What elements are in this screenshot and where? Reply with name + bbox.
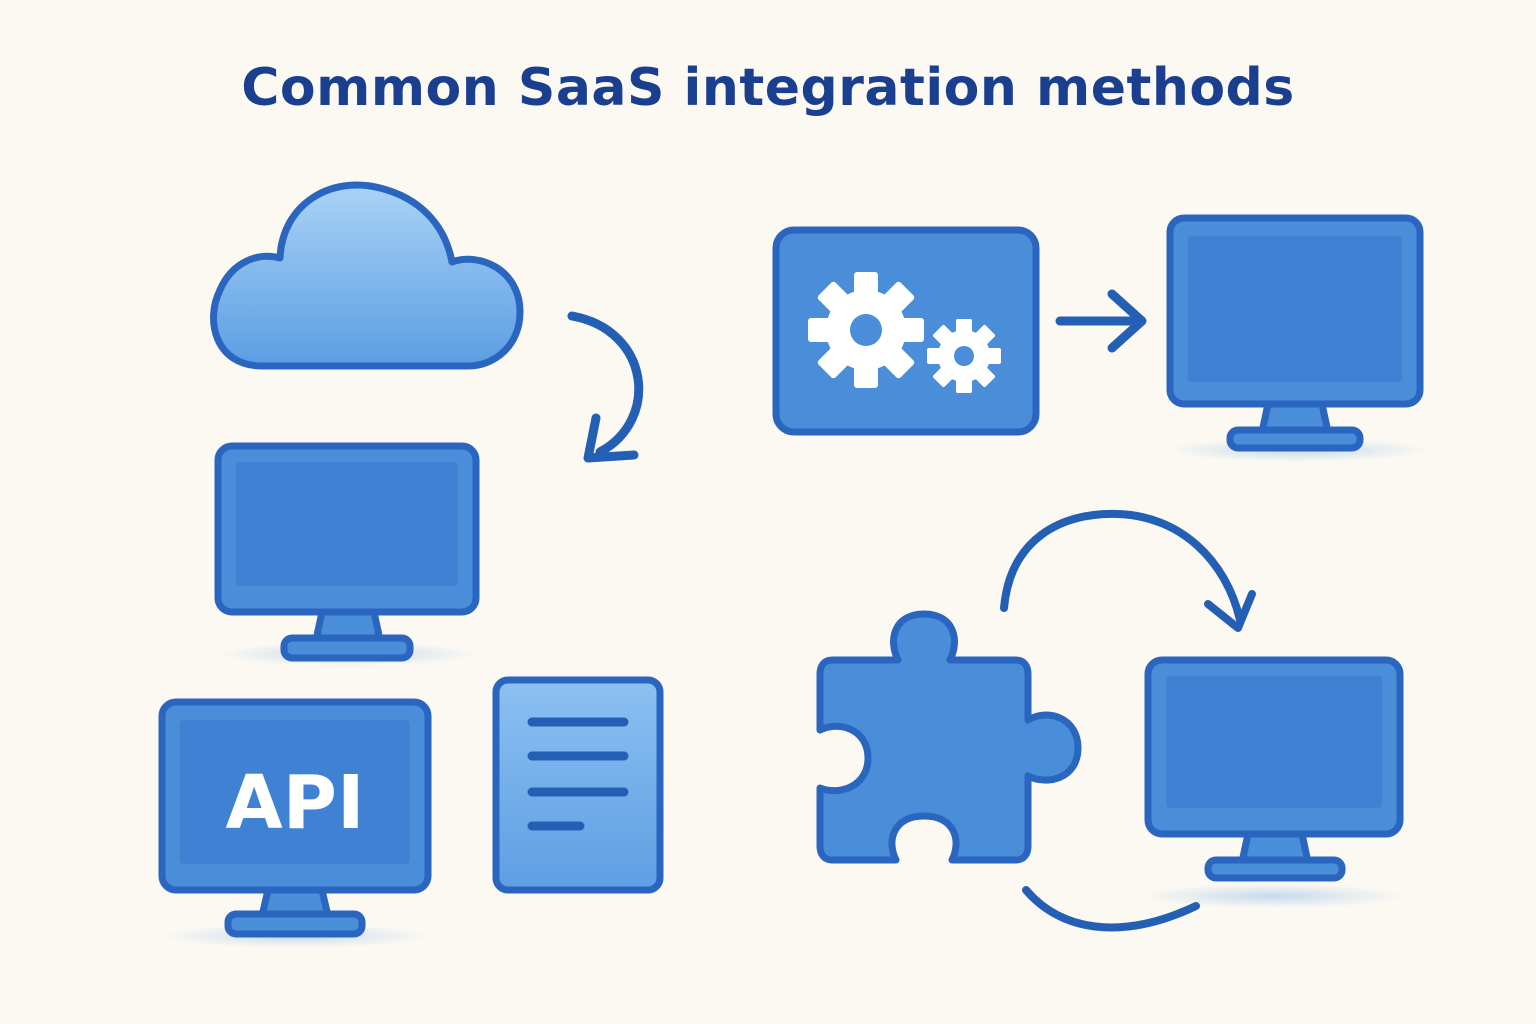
page-title: Common SaaS integration methods <box>241 58 1295 118</box>
puzzle-piece-icon <box>816 610 1082 864</box>
document-icon <box>492 676 664 894</box>
arrowhead <box>1204 590 1256 632</box>
small-gear-icon <box>927 319 1001 393</box>
api-monitor-icon: API <box>158 698 432 948</box>
cloud-icon <box>210 181 524 370</box>
monitor-to-puzzle-arc <box>1022 886 1200 932</box>
gears-panel-icon <box>772 226 1040 436</box>
monitor-icon <box>214 442 480 666</box>
large-gear-icon <box>808 272 924 388</box>
api-label: API <box>225 760 364 846</box>
cloud-to-monitor-arrow <box>567 311 644 457</box>
arrowhead <box>1107 289 1147 353</box>
puzzle-to-monitor-arrow <box>1000 509 1244 624</box>
monitor-icon <box>1166 214 1430 462</box>
arrowhead <box>583 413 639 463</box>
monitor-icon <box>1142 656 1406 908</box>
